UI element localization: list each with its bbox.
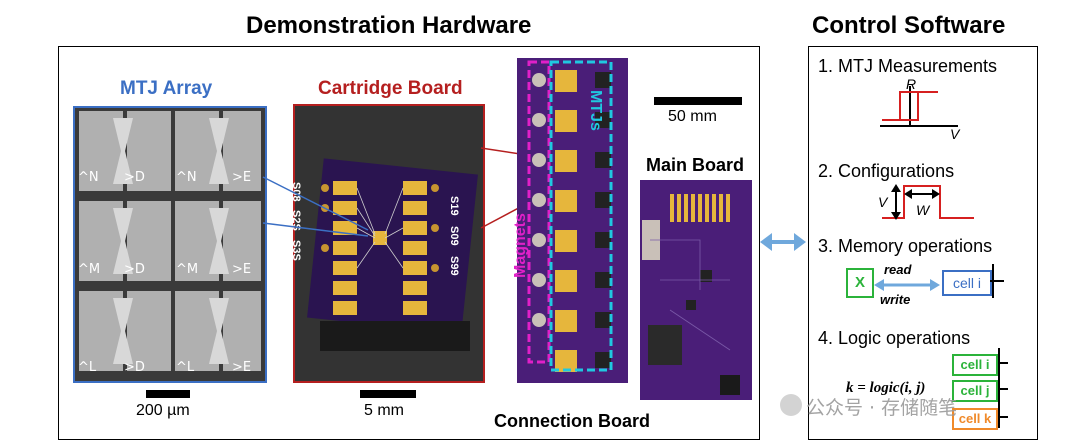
mtj-tag: ^L <box>176 360 195 375</box>
memory-read-label: read <box>884 262 912 277</box>
logic-cell-j: cell j <box>952 380 998 402</box>
memory-arrow-icon <box>874 279 940 291</box>
mtj-tag: >E <box>232 170 252 185</box>
bidirectional-arrow-icon <box>760 233 806 251</box>
logic-bitline-stub <box>998 388 1008 390</box>
software-title: Control Software <box>812 12 1006 39</box>
memory-bitline-stub <box>990 280 1004 282</box>
blue-connector-line <box>262 222 369 237</box>
connection-board-image <box>517 58 628 383</box>
mtj-tag: >D <box>124 170 145 185</box>
sw-item-memory: 3. Memory operations <box>818 236 993 256</box>
mtj-array-label: MTJ Array <box>120 78 213 99</box>
logic-bitline-stub <box>998 362 1008 364</box>
sw-item-measurements: 1. MTJ Measurements <box>818 56 998 76</box>
connection-board-graphic <box>517 58 628 383</box>
cartridge-scale-bar <box>360 390 416 398</box>
magnets-label: Magnets <box>512 213 529 278</box>
wechat-logo-icon <box>780 394 802 416</box>
main-board-label: Main Board <box>646 155 745 175</box>
mtj-tag: >E <box>232 360 252 375</box>
logic-bitline-stub <box>998 416 1008 418</box>
main-board-graphic <box>640 180 752 400</box>
main-scale-bar <box>654 97 742 105</box>
connection-board-label: Connection Board <box>494 411 650 431</box>
axis-r-label: R <box>906 76 917 92</box>
cartridge-label: Cartridge Board <box>318 78 463 99</box>
main-board-image <box>640 180 752 400</box>
logic-cell-i: cell i <box>952 354 998 376</box>
mtj-tag: ^N <box>78 170 99 185</box>
mtj-scale-text: 200 µm <box>136 402 190 419</box>
sw-item-logic: 4. Logic operations <box>818 328 971 348</box>
main-scale-area <box>654 97 744 113</box>
mtj-scale-bar <box>146 390 190 398</box>
cartridge-image <box>293 104 485 383</box>
config-w-label: W <box>916 202 930 218</box>
hardware-title: Demonstration Hardware <box>246 12 532 39</box>
mtj-tag: ^L <box>78 360 97 375</box>
cartridge-graphic <box>295 106 483 381</box>
mtj-array-graphic <box>75 111 265 371</box>
main-scale-text: 50 mm <box>668 108 717 125</box>
pulse-graphic <box>882 184 974 220</box>
mtj-tag: ^M <box>176 262 199 277</box>
blue-connector-line <box>262 176 369 231</box>
magnets-dashed-box <box>527 60 551 364</box>
config-v-label: V <box>878 194 888 210</box>
mtj-tag: ^M <box>78 262 101 277</box>
logic-cell-k: cell k <box>952 408 998 430</box>
mtj-array-image <box>73 106 267 383</box>
logic-formula: k = logic(i, j) <box>846 380 926 396</box>
watermark-text: 公众号 · 存储随笔 <box>806 397 958 419</box>
axis-v-label: V <box>950 126 960 142</box>
memory-write-label: write <box>880 292 911 307</box>
mtjs-dashed-box <box>549 60 613 372</box>
mtj-tag: >E <box>232 262 252 277</box>
mtjs-label: MTJs <box>587 90 604 131</box>
hysteresis-graphic <box>880 86 958 127</box>
mtj-tag: ^N <box>176 170 197 185</box>
memory-x-box: X <box>846 268 874 298</box>
memory-cell-box: cell i <box>942 270 992 296</box>
mtj-tag: >D <box>124 262 145 277</box>
cartridge-scale-text: 5 mm <box>364 402 404 419</box>
mtj-tag: >D <box>124 360 145 375</box>
sw-item-configurations: 2. Configurations <box>818 161 955 181</box>
